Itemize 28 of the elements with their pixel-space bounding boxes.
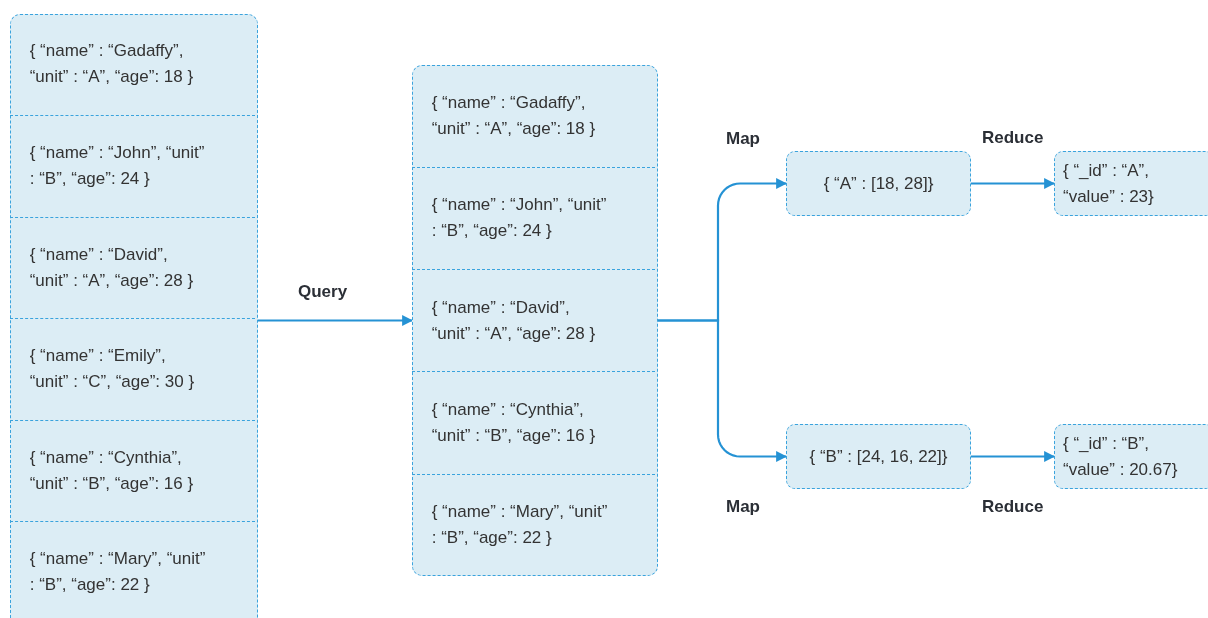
record-text: { “A” : [18, 28]} — [823, 172, 934, 195]
record-text: { “name” : “Cynthia”, “unit” : “B”, “age”: 16 } — [29, 446, 195, 495]
record-text: { “name” : “John”, “unit” : “B”, “age”: 24 } — [29, 142, 206, 191]
arrow — [971, 178, 1056, 189]
arrow — [658, 319, 788, 462]
result-box — [1054, 151, 1208, 216]
record-list-panel — [10, 14, 258, 618]
record-text: { “B” : [24, 16, 22]} — [809, 445, 948, 468]
record-text: { “_id” : “B”, “value” : 20.67} — [1063, 432, 1179, 481]
record-text: { “name” : “Mary”, “unit” : “B”, “age”: 22 } — [431, 501, 609, 550]
record-text: { “name” : “Cynthia”, “unit” : “B”, “age”: 16 } — [431, 398, 597, 447]
record-text: { “name” : “David”, “unit” : “A”, “age”: 28 } — [29, 243, 195, 292]
record-text: { “name” : “Mary”, “unit” : “B”, “age”: 22 } — [29, 548, 207, 597]
result-box — [786, 424, 971, 489]
arrow — [971, 451, 1056, 462]
record-list-panel — [412, 65, 658, 576]
result-box — [1054, 424, 1208, 489]
edge-label: Map — [724, 497, 762, 517]
record-text: { “name” : “Gadaffy”, “unit” : “A”, “age”: 18 } — [29, 40, 195, 89]
record-text: { “_id” : “A”, “value” : 23} — [1063, 159, 1155, 208]
result-box — [786, 151, 971, 216]
arrow — [258, 315, 414, 326]
record-text: { “name” : “John”, “unit” : “B”, “age”: 24 } — [431, 194, 608, 243]
record-text: { “name” : “Gadaffy”, “unit” : “A”, “age”: 18 } — [431, 91, 597, 140]
record-text: { “name” : “Emily”, “unit” : “C”, “age”: 30 } — [29, 345, 196, 394]
record-text: { “name” : “David”, “unit” : “A”, “age”: 28 } — [431, 296, 597, 345]
edge-label: Query — [296, 282, 350, 302]
edge-label: Map — [724, 129, 762, 149]
